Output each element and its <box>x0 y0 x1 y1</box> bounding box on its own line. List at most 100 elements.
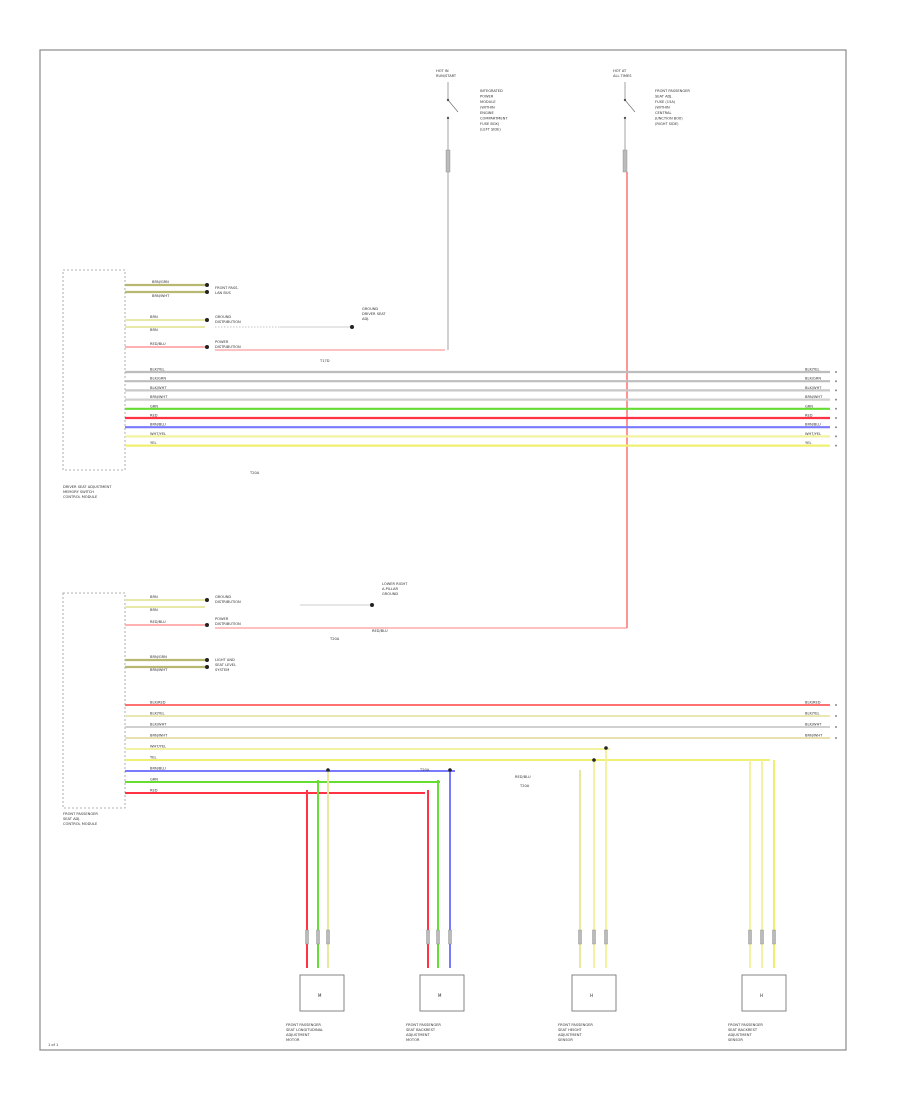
fuse-right-line: SEAT ADJ. <box>655 95 673 99</box>
motor-label-line: SEAT LONGITUDINAL <box>286 1028 323 1032</box>
motor-connector <box>772 929 776 945</box>
fuse-right-line: CENTRAL <box>655 111 671 115</box>
motor-connector <box>578 929 582 945</box>
motor-symbol: H <box>590 993 593 998</box>
fuse-left-line: MODULE <box>480 100 496 104</box>
motor-label-line: ADJUSTMENT <box>286 1033 310 1037</box>
driver-power-label-2: RED/BLU <box>150 342 166 346</box>
motor-connector <box>592 929 596 945</box>
driver-top-dest-2: LAN BUS <box>215 291 231 295</box>
motor-label-line: MOTOR <box>286 1038 300 1042</box>
diagram-frame <box>39 49 847 1051</box>
driver-bus-terminal <box>835 371 837 373</box>
motor-label-line: SENSOR <box>558 1038 573 1042</box>
driver-power-label-0: BRN <box>150 315 158 319</box>
driver-bus-wire-label: BRN/WHT <box>150 395 168 399</box>
fuse-left-line: COMPARTMENT <box>480 117 508 121</box>
splice-node <box>326 768 330 772</box>
driver-top-wire-label-1: BRN/WHT <box>152 294 170 298</box>
motor-connector <box>326 929 330 945</box>
fuse-left-line: INTEGRATED <box>480 89 503 93</box>
passenger-bus-wire-label: BRN/WHT <box>150 734 168 738</box>
motor-label-line: ADJUSTMENT <box>558 1033 582 1037</box>
driver-bus-wire-label-right: BLK/GRN <box>805 377 821 381</box>
driver-top-dest: FRONT PASS. <box>215 286 239 290</box>
passenger-power-wires: BRN BRN RED/BLU GROUND DISTRIBUTION POWE… <box>125 582 627 641</box>
driver-bus-wire-label: BLK/YEL <box>150 368 165 372</box>
driver-ground-label-3: ADJ. <box>362 317 369 321</box>
fuse-right-line: (WITHIN <box>655 106 670 110</box>
driver-bus-wire-label-right: WHT/YEL <box>805 432 821 436</box>
driver-bus-wire-label: YEL <box>150 441 156 445</box>
driver-power-dist-label: POWER <box>215 340 229 344</box>
driver-bus-wire-label: BRN/BLU <box>150 423 166 427</box>
driver-ground-label-2: DRIVER SEAT <box>362 312 386 316</box>
passenger-top-label-0: BRN/GRN <box>150 655 167 659</box>
driver-control-module <box>62 269 126 471</box>
driver-bus-terminal <box>835 389 837 392</box>
driver-module-label-line: CONTROL MODULE <box>63 495 98 499</box>
fuse-left-text: RUN/START <box>436 74 457 78</box>
motor-connector <box>436 929 440 945</box>
motor-label-line: FRONT PASSENGER <box>406 1023 441 1027</box>
motor-label-line: ADJUSTMENT <box>406 1033 430 1037</box>
fuse-right-line: JUNCTION BOX) <box>654 117 683 121</box>
passenger-bus-wire-label-right: BLK/RED <box>805 701 821 705</box>
driver-bus-wire-label-right: BRN/WHT <box>805 395 823 399</box>
fuse-left-line: POWER <box>480 95 494 99</box>
passenger-bus-wire-label: BLK/WHT <box>150 723 167 727</box>
driver-top-wire-label-0: BRN/GRN <box>152 280 169 284</box>
page-number: 1 of 1 <box>48 1043 58 1047</box>
passenger-splice-label-3: T20A <box>519 784 530 788</box>
passenger-splice-label-2: RED/BLU <box>515 775 531 779</box>
passenger-module-label-line: CONTROL MODULE <box>63 822 98 826</box>
motor-box <box>571 974 617 1012</box>
passenger-power-label-2: RED/BLU <box>150 620 166 624</box>
motor-label-line: FRONT PASSENGER <box>286 1023 321 1027</box>
driver-bus-terminal <box>835 398 837 401</box>
motor-label-line: SEAT BACKREST <box>728 1028 758 1032</box>
driver-bus-wire-label: GRN <box>150 404 158 408</box>
driver-power-wires: BRN BRN RED/BLU GROUND DISTRIBUTION POWE… <box>125 307 445 363</box>
driver-bus-terminal <box>835 417 837 419</box>
splice-node <box>592 758 596 762</box>
driver-top-wires: BRN/GRN BRN/WHT FRONT PASS. LAN BUS <box>125 280 239 298</box>
passenger-module-label-line: SEAT ADJ. <box>63 817 81 821</box>
driver-module-label-line: DRIVER SEAT ADJUSTMENT <box>63 485 112 489</box>
passenger-bus-wire-label: GRN <box>150 778 158 782</box>
passenger-top-dest-3: SYSTEM <box>215 668 229 672</box>
splice-node <box>604 746 608 750</box>
motor-box <box>741 974 787 1012</box>
driver-ground-label: GROUND <box>362 307 378 311</box>
motor-connector <box>604 929 608 945</box>
passenger-bus-wire-label-right: BLK/YEL <box>805 712 820 716</box>
passenger-ground-label-3: GROUND <box>382 592 398 596</box>
driver-bus-terminal <box>835 435 837 438</box>
fuse-left-header: HOT IN <box>436 69 449 73</box>
motor-connector <box>760 929 764 945</box>
fuse-left-line: FUSE BOX) <box>480 122 500 126</box>
passenger-ground-label: LOWER RIGHT <box>382 582 408 586</box>
motor-symbol: M <box>318 993 322 998</box>
passenger-ground-dist: GROUND <box>215 595 231 599</box>
fuse-right-header: HOT AT <box>613 69 627 73</box>
passenger-bus-wire-label: BRN/BLU <box>150 767 166 771</box>
passenger-bus-wire-label: BLK/RED <box>150 701 166 705</box>
passenger-top-label-1: BRN/WHT <box>150 668 168 672</box>
passenger-bus-terminal <box>835 715 837 717</box>
fuse-right-line: FUSE (15A) <box>655 100 676 104</box>
fuse-left-line: ENGINE <box>480 111 494 115</box>
fuse-left: HOT IN RUN/START INTEGRATEDPOWERMODULE(W… <box>436 69 508 350</box>
driver-module-label-line: MEMORY SWITCH <box>63 490 94 494</box>
passenger-bus-wire-label-right: BRN/WHT <box>805 734 823 738</box>
passenger-bus-terminal <box>835 737 837 739</box>
driver-bus-wire-label-right: RED <box>805 414 813 418</box>
motor-label-line: MOTOR <box>406 1038 420 1042</box>
passenger-bus-terminal <box>835 726 837 728</box>
